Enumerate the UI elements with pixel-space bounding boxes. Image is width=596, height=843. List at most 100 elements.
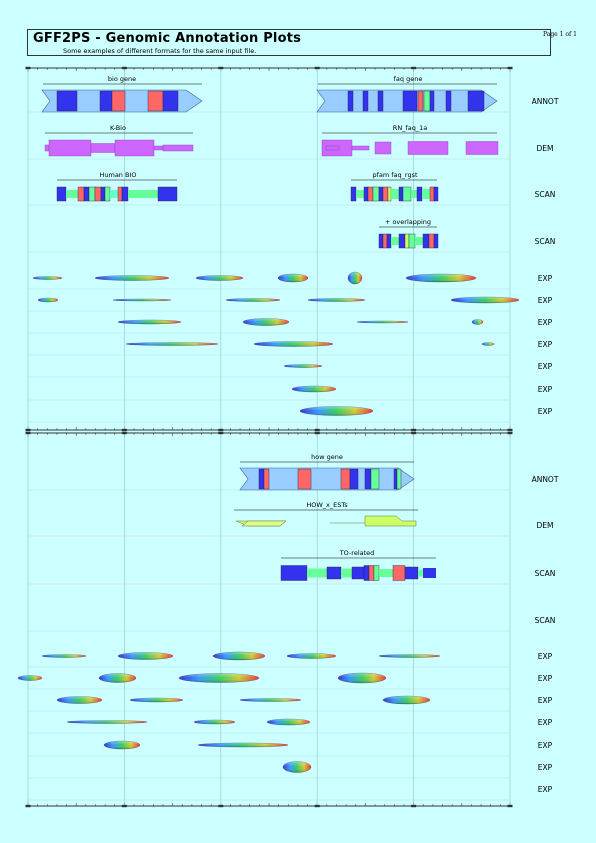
- scan-segment: [157, 186, 178, 202]
- exp-feature-shade: [113, 299, 171, 301]
- scan-segment: [56, 186, 67, 202]
- feature-label-overlapping: + overlapping: [385, 218, 431, 226]
- page-title: GFF2PS - Genomic Annotation Plots: [33, 31, 302, 46]
- ruler-major-mark: [25, 428, 31, 432]
- scan-segment: [391, 189, 399, 199]
- ruler-major-mark: [314, 804, 320, 808]
- track-label-1-3: SCAN: [535, 616, 556, 625]
- dem-block: [351, 145, 370, 151]
- scan-segment: [386, 233, 392, 249]
- exon: [349, 468, 359, 490]
- scan-segment: [398, 233, 406, 249]
- track-label-0-9: EXP: [538, 385, 553, 394]
- feature-label-to-related: TO-related: [339, 549, 375, 557]
- dem-block: [48, 139, 92, 157]
- dem-block: [162, 144, 194, 152]
- exp-feature-shade: [278, 274, 308, 282]
- exp-feature-shade: [99, 673, 136, 683]
- exp-feature-shade: [226, 298, 280, 302]
- scan-segment: [378, 186, 384, 202]
- feature-label-pfam: pfam faq_rgst: [372, 171, 418, 179]
- ruler-major-mark: [218, 428, 224, 432]
- exon: [340, 468, 351, 490]
- dem-est-block: [364, 515, 417, 527]
- scan-segment: [307, 568, 327, 578]
- ruler-major-mark: [121, 428, 127, 432]
- exp-feature-shade: [472, 319, 483, 325]
- ruler-major-mark: [507, 804, 513, 808]
- exon: [467, 90, 485, 112]
- dem-block: [90, 143, 116, 153]
- ruler-major-mark: [25, 431, 31, 435]
- scan-segment: [423, 568, 436, 578]
- scan-segment: [326, 566, 342, 580]
- track-label-1-10: EXP: [538, 785, 553, 794]
- ruler-major-mark: [218, 804, 224, 808]
- feature-label-bio-gene: bio gene: [108, 75, 136, 83]
- ruler-major-mark: [314, 428, 320, 432]
- scan-segment: [110, 190, 118, 198]
- ruler-major-mark: [25, 66, 31, 70]
- exp-feature-shade: [406, 274, 476, 282]
- scan-segment: [433, 186, 439, 202]
- scan-segment: [382, 186, 389, 202]
- scan-segment: [100, 186, 106, 202]
- ruler-major-mark: [121, 804, 127, 808]
- exon: [423, 90, 431, 112]
- exon: [297, 468, 312, 490]
- scan-segment: [94, 186, 102, 202]
- exp-feature-shade: [284, 364, 322, 368]
- exp-feature-shade: [198, 743, 288, 747]
- scan-segment: [372, 186, 380, 202]
- scan-segment: [402, 186, 412, 202]
- exp-feature-shade: [95, 275, 169, 281]
- track-label-0-7: EXP: [538, 340, 553, 349]
- exp-feature-shade: [126, 342, 218, 346]
- dem-block: [465, 141, 499, 155]
- exon: [147, 90, 164, 112]
- track-label-1-9: EXP: [538, 763, 553, 772]
- scan-segment: [378, 233, 384, 249]
- feature-label-how-ests: HOW_x_ESTs: [306, 501, 348, 509]
- feature-label-rn-faq: RN_faq_1a: [393, 124, 427, 132]
- track-label-1-8: EXP: [538, 741, 553, 750]
- exp-feature-shade: [213, 652, 265, 660]
- ruler-major-mark: [314, 66, 320, 70]
- track-label-0-1: DEM: [537, 144, 554, 153]
- ruler-major-mark: [121, 431, 127, 435]
- scan-segment: [363, 565, 370, 581]
- exon: [111, 90, 126, 112]
- scan-segment: [341, 568, 352, 578]
- scan-segment: [387, 186, 392, 202]
- track-label-1-4: EXP: [538, 652, 553, 661]
- scan-segment: [88, 186, 96, 202]
- exon: [402, 90, 418, 112]
- exp-feature-shade: [38, 298, 58, 302]
- exp-feature-shade: [18, 675, 42, 681]
- exp-feature-shade: [482, 342, 494, 346]
- exp-feature-shade: [254, 341, 333, 347]
- dem-block: [321, 139, 353, 157]
- exp-feature-shade: [300, 406, 373, 416]
- feature-label-human-bio: Human BIO: [99, 171, 136, 179]
- scan-segment: [416, 186, 423, 202]
- track-label-0-4: EXP: [538, 274, 553, 283]
- exp-feature-shade: [243, 318, 289, 326]
- scan-segment: [429, 186, 435, 202]
- scan-segment: [356, 190, 364, 198]
- scan-segment: [422, 233, 430, 249]
- exp-feature-shade: [308, 298, 365, 302]
- exp-feature-shade: [379, 654, 440, 658]
- exp-feature-shade: [118, 320, 181, 324]
- ruler-major-mark: [411, 431, 417, 435]
- exp-feature-shade: [57, 696, 102, 704]
- ruler-major-mark: [121, 66, 127, 70]
- scan-segment: [77, 186, 85, 202]
- feature-label-how-gene: how gene: [311, 453, 343, 461]
- ruler-major-mark: [507, 431, 513, 435]
- dem-block: [407, 141, 449, 155]
- track-label-1-1: DEM: [537, 521, 554, 530]
- exon: [362, 90, 369, 112]
- scan-segment: [66, 190, 78, 198]
